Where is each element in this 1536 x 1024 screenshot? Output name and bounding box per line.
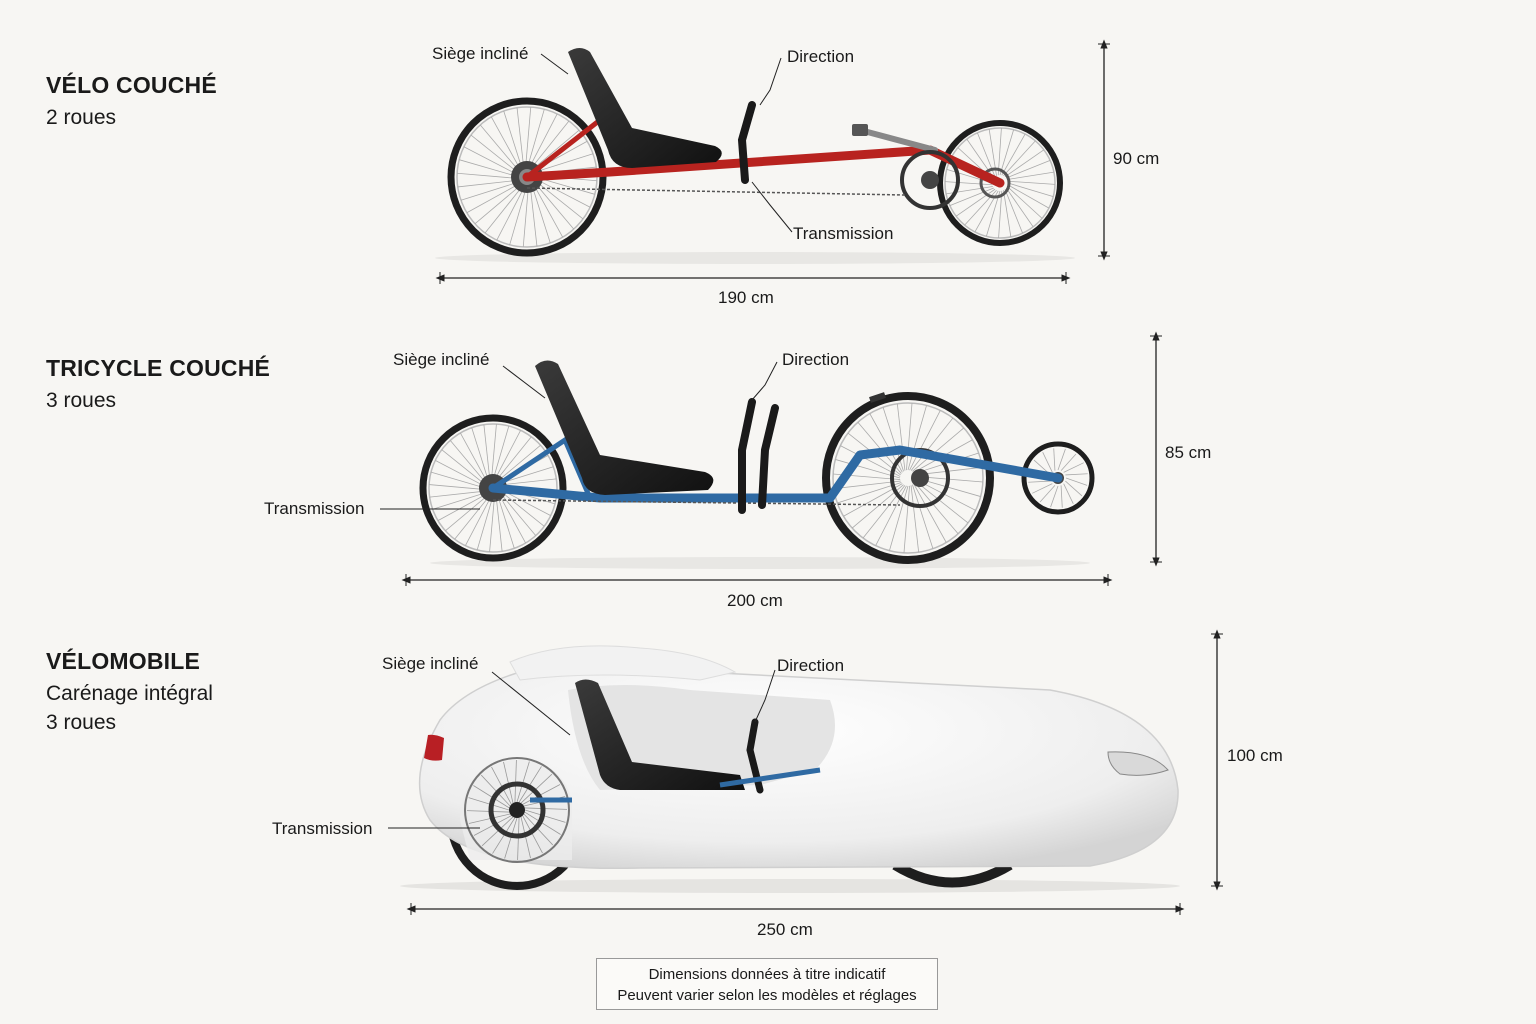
recumbent-tricycle bbox=[380, 331, 1162, 586]
small-wheel bbox=[1021, 441, 1095, 515]
dimension-length-3: 250 cm bbox=[757, 920, 813, 939]
section-subtitle-velo-couche: 2 roues bbox=[46, 106, 117, 129]
section-title-velomobile: VÉLOMOBILE bbox=[46, 648, 201, 674]
section-title-velo-couche: VÉLO COUCHÉ bbox=[46, 72, 217, 98]
disclaimer-line-2: Peuvent varier selon les modèles et régl… bbox=[617, 987, 917, 1004]
velomobile bbox=[388, 629, 1223, 915]
dimension-height-2: 85 cm bbox=[1165, 443, 1212, 462]
label-seat-2: Siège incliné bbox=[393, 350, 490, 369]
dimension-height-1: 90 cm bbox=[1113, 149, 1160, 168]
disclaimer-line-1: Dimensions données à titre indicatif bbox=[648, 966, 886, 983]
front-wheel bbox=[822, 392, 994, 564]
label-steering-3: Direction bbox=[777, 656, 845, 675]
rear-wheel bbox=[419, 414, 567, 562]
section-subtitle-velomobile-2: 3 roues bbox=[46, 711, 117, 734]
disclaimer-note: Dimensions données à titre indicatif Peu… bbox=[596, 958, 938, 1010]
label-steering-1: Direction bbox=[787, 47, 855, 66]
section-subtitle-velomobile-1: Carénage intégral bbox=[46, 682, 213, 705]
dimension-height-3: 100 cm bbox=[1227, 746, 1283, 765]
front-wheel bbox=[937, 120, 1063, 246]
label-seat-3: Siège incliné bbox=[382, 654, 479, 673]
recumbent-bike bbox=[435, 39, 1110, 284]
dimension-length-1: 190 cm bbox=[718, 288, 774, 307]
label-transmission-3: Transmission bbox=[272, 819, 373, 838]
label-transmission-2: Transmission bbox=[264, 499, 365, 518]
label-transmission-1: Transmission bbox=[793, 224, 894, 243]
label-steering-2: Direction bbox=[782, 350, 850, 369]
section-title-tricycle-couche: TRICYCLE COUCHÉ bbox=[46, 355, 271, 381]
label-seat-1: Siège incliné bbox=[432, 44, 529, 63]
dimension-length-2: 200 cm bbox=[727, 591, 783, 610]
section-subtitle-tricycle-couche: 3 roues bbox=[46, 389, 117, 412]
